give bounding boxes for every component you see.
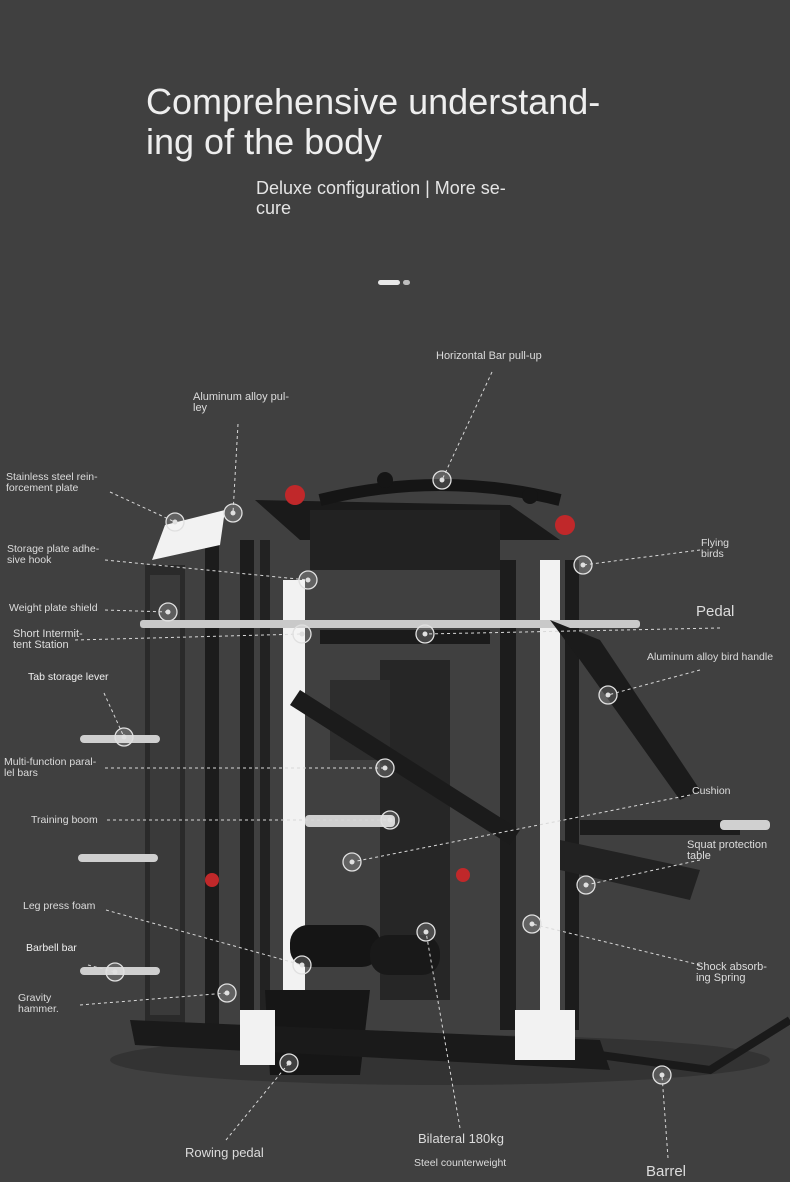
right-upright-2 [565, 560, 579, 1030]
label-aluminum-pulley-line2: ley [193, 402, 208, 414]
label-short-station: Short Intermit- tent Station [13, 629, 83, 651]
carousel-dot-active[interactable] [378, 280, 400, 285]
subtitle-line-1: Deluxe configuration | More se- [256, 178, 506, 198]
label-gravity-line2: hammer. [18, 1003, 59, 1015]
left-upright-3 [260, 540, 270, 1020]
label-aluminum-pulley: Aluminum alloy pul- ley [193, 392, 289, 414]
bottom-right-white-plate [515, 1010, 575, 1060]
label-counterweight: Steel counterweight [414, 1157, 507, 1169]
barbell-sleeve [320, 630, 490, 644]
label-short-station-line2: tent Station [13, 639, 69, 651]
label-stainless-plate-line1: Stainless steel rein- [6, 471, 98, 483]
label-barrel: Barrel [646, 1163, 687, 1180]
label-shock-line2: ing Spring [696, 972, 746, 984]
leg-press-foam-2 [370, 935, 440, 975]
left-upright-1 [205, 540, 219, 1040]
left-bar-3 [80, 967, 160, 975]
label-squat-line1: Squat protection [687, 839, 768, 851]
label-squat-table: Squat protection table [687, 840, 767, 862]
gym-machine-illustration [74, 371, 790, 1159]
right-white-upright [540, 560, 560, 1030]
bottom-left-white-plate [240, 1010, 275, 1065]
hotspot-centers [112, 477, 665, 1078]
label-shock-spring: Shock absorb- ing Spring [696, 962, 767, 984]
label-gravity-line1: Gravity [18, 992, 52, 1004]
pulley-red-1 [285, 485, 305, 505]
barbell-rod [140, 620, 640, 628]
label-tab-storage: Tab storage lever [28, 671, 109, 683]
label-horizontal-bar: Horizontal Bar pull-up [436, 350, 542, 362]
label-storage-hook-line2: sive hook [7, 554, 52, 566]
label-short-station-line1: Short Intermit- [13, 628, 83, 640]
label-shock-line1: Shock absorb- [696, 961, 767, 973]
label-parallel-bars-line1: Multi-function paral- [4, 756, 97, 768]
left-bar-2 [78, 854, 158, 862]
pulley-red-4 [456, 868, 470, 882]
title-line-1: Comprehensive understand- [146, 81, 601, 122]
label-rowing-pedal: Rowing pedal [185, 1145, 264, 1160]
label-storage-hook-line1: Storage plate adhe- [7, 543, 100, 555]
top-mesh-panel [310, 510, 500, 570]
label-bird-handle: Aluminum alloy bird handle [647, 651, 774, 663]
label-flying-birds: Flying birds [701, 538, 729, 560]
right-bench [580, 820, 740, 835]
subtitle-line-2: cure [256, 198, 292, 218]
label-squat-line2: table [687, 850, 711, 862]
label-cushion: Cushion [692, 785, 731, 797]
page-title: Comprehensive understand- ing of the bod… [146, 82, 646, 162]
training-boom [290, 690, 520, 845]
left-bar-1 [80, 735, 160, 743]
boom-handle [305, 815, 395, 827]
label-training-boom: Training boom [31, 814, 98, 826]
label-parallel-bars: Multi-function paral- lel bars [4, 757, 96, 779]
label-gravity-hammer: Gravity hammer. [18, 993, 59, 1015]
label-flying-line2: birds [701, 548, 724, 560]
label-parallel-bars-line2: lel bars [4, 767, 38, 779]
pulley-red-2 [555, 515, 575, 535]
label-barbell-bar: Barbell bar [26, 942, 77, 954]
page-subtitle: Deluxe configuration | More se- cure [256, 178, 556, 218]
pullup-grip-2 [522, 488, 538, 504]
label-pedal: Pedal [696, 603, 735, 620]
leader-lines [74, 371, 721, 1159]
pullup-grip-1 [377, 472, 393, 488]
right-arm [550, 620, 700, 800]
left-cabinet-panel [150, 575, 180, 1015]
label-flying-line1: Flying [701, 537, 730, 549]
carousel-dot[interactable] [403, 280, 410, 285]
left-top-white-plate [152, 510, 225, 560]
pulley-red-3 [205, 873, 219, 887]
label-bilateral: Bilateral 180kg [418, 1131, 504, 1146]
right-handle [720, 820, 770, 830]
label-weight-shield: Weight plate shield [9, 602, 98, 614]
squat-table [560, 840, 700, 900]
leg-press-foam [290, 925, 380, 967]
label-leg-press: Leg press foam [23, 900, 96, 912]
right-upright-1 [500, 560, 516, 1030]
barrel-arm [599, 1016, 790, 1075]
label-stainless-plate: Stainless steel rein- forcement plate [6, 472, 98, 494]
label-storage-hook: Storage plate adhe- sive hook [7, 544, 99, 566]
label-stainless-plate-line2: forcement plate [6, 482, 79, 494]
label-aluminum-pulley-line1: Aluminum alloy pul- [193, 391, 289, 403]
left-upright-2 [240, 540, 254, 1040]
title-line-2: ing of the body [146, 121, 383, 162]
